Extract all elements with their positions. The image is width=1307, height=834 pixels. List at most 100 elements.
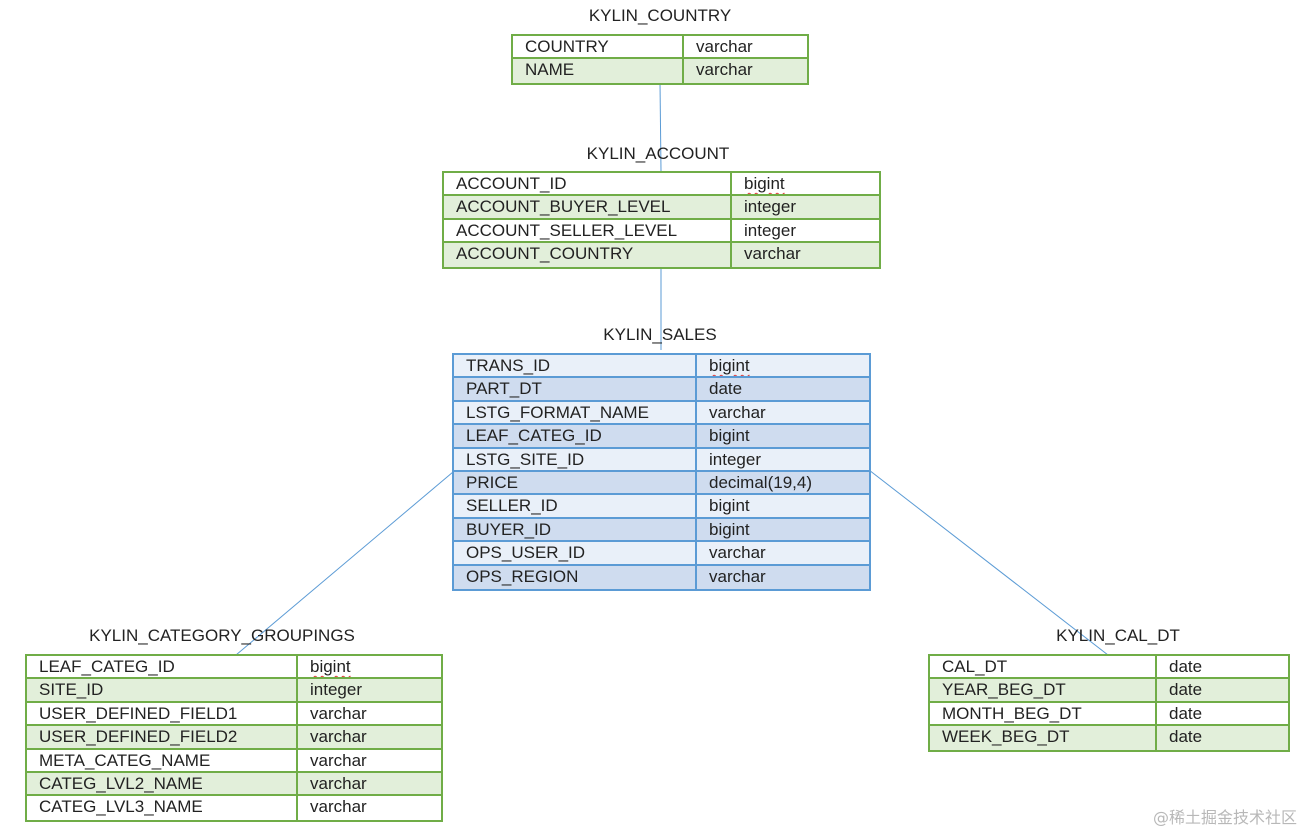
table-row: LEAF_CATEG_ID bigint bbox=[454, 425, 869, 449]
field-name: ACCOUNT_ID bbox=[444, 173, 732, 195]
field-name: OPS_USER_ID bbox=[454, 542, 697, 564]
field-type-text: bigint bbox=[310, 657, 351, 676]
field-type-text: varchar bbox=[709, 566, 766, 586]
field-type-text: bigint bbox=[709, 426, 750, 446]
field-type: varchar bbox=[697, 402, 869, 423]
field-type: date bbox=[1157, 656, 1288, 677]
field-name: SELLER_ID bbox=[454, 495, 697, 517]
field-type: integer bbox=[732, 196, 879, 217]
field-name: MONTH_BEG_DT bbox=[930, 702, 1157, 725]
field-type-text: varchar bbox=[709, 543, 766, 563]
field-type-text: date bbox=[1169, 727, 1203, 747]
table-title-country: KYLIN_COUNTRY bbox=[588, 6, 732, 25]
field-type: integer bbox=[298, 679, 441, 700]
field-type-text: varchar bbox=[696, 37, 753, 56]
link-country-account bbox=[659, 81, 662, 172]
link-sales-caldt bbox=[868, 469, 1109, 656]
field-type-text: bigint bbox=[709, 519, 750, 539]
field-type-text: varchar bbox=[310, 703, 367, 723]
field-name: PART_DT bbox=[454, 378, 697, 400]
field-name: TRANS_ID bbox=[454, 355, 697, 377]
field-type-text: bigint bbox=[744, 174, 785, 193]
table-row: LEAF_CATEG_ID bigint bbox=[27, 656, 441, 680]
field-type: bigint bbox=[298, 656, 441, 677]
table-row: SITE_ID integer bbox=[27, 679, 441, 703]
field-type-text: date bbox=[1169, 703, 1203, 723]
table-row: MONTH_BEG_DT date bbox=[930, 702, 1288, 727]
table-row: ACCOUNT_BUYER_LEVEL integer bbox=[444, 196, 879, 220]
field-type: date bbox=[1157, 679, 1288, 700]
field-name: USER_DEFINED_FIELD2 bbox=[27, 726, 298, 748]
field-type-text: varchar bbox=[310, 773, 367, 793]
table-row: OPS_USER_ID varchar bbox=[454, 542, 869, 566]
table-row: COUNTRY varchar bbox=[513, 36, 807, 60]
field-type: varchar bbox=[697, 542, 869, 563]
field-type: bigint bbox=[732, 173, 879, 194]
field-type-text: bigint bbox=[709, 496, 750, 516]
field-type-text: date bbox=[709, 379, 743, 399]
field-type-text: date bbox=[1169, 657, 1203, 676]
field-type-text: varchar bbox=[696, 60, 753, 80]
field-type: varchar bbox=[298, 703, 441, 724]
field-name: META_CATEG_NAME bbox=[27, 749, 298, 771]
field-type: varchar bbox=[298, 750, 441, 771]
table-row: CATEG_LVL2_NAME varchar bbox=[27, 772, 441, 797]
field-name: CAL_DT bbox=[930, 656, 1157, 678]
field-name: COUNTRY bbox=[513, 36, 684, 58]
field-type: integer bbox=[732, 220, 879, 241]
table-row: CAL_DT date bbox=[930, 656, 1288, 680]
field-name: CATEG_LVL2_NAME bbox=[27, 772, 298, 795]
field-type: bigint bbox=[697, 519, 869, 540]
field-name: USER_DEFINED_FIELD1 bbox=[27, 702, 298, 725]
table-row: ACCOUNT_ID bigint bbox=[444, 173, 879, 197]
table-title-category: KYLIN_CATEGORY_GROUPINGS bbox=[89, 626, 355, 645]
table-row: OPS_REGION varchar bbox=[454, 565, 869, 589]
field-type-text: varchar bbox=[744, 244, 801, 264]
field-type-text: varchar bbox=[709, 402, 766, 422]
field-name: BUYER_ID bbox=[454, 518, 697, 541]
table-title-caldt: KYLIN_CAL_DT bbox=[1056, 626, 1180, 645]
field-name: NAME bbox=[513, 59, 684, 83]
field-type-text: integer bbox=[744, 220, 796, 240]
field-type-text: integer bbox=[709, 449, 761, 469]
watermark: @稀土掘金技术社区 bbox=[1152, 808, 1297, 827]
field-name: LSTG_FORMAT_NAME bbox=[454, 401, 697, 424]
table-row: NAME varchar bbox=[513, 59, 807, 83]
field-type: date bbox=[1157, 703, 1288, 724]
field-type: integer bbox=[697, 449, 869, 470]
field-name: LEAF_CATEG_ID bbox=[27, 656, 298, 678]
field-type: decimal(19,4) bbox=[697, 472, 869, 493]
field-type-text: integer bbox=[744, 197, 796, 217]
table-row: USER_DEFINED_FIELD1 varchar bbox=[27, 702, 441, 727]
field-type-text: integer bbox=[310, 680, 362, 700]
field-name: ACCOUNT_BUYER_LEVEL bbox=[444, 196, 732, 218]
table-title-account: KYLIN_ACCOUNT bbox=[586, 144, 730, 163]
field-name: PRICE bbox=[454, 471, 697, 494]
field-type: bigint bbox=[697, 495, 869, 516]
table-row: WEEK_BEG_DT date bbox=[930, 726, 1288, 750]
field-type: varchar bbox=[732, 243, 879, 266]
field-name: WEEK_BEG_DT bbox=[930, 726, 1157, 750]
field-name: ACCOUNT_SELLER_LEVEL bbox=[444, 219, 732, 242]
table-row: SELLER_ID bigint bbox=[454, 495, 869, 519]
field-type: varchar bbox=[298, 796, 441, 819]
table-title-sales: KYLIN_SALES bbox=[603, 325, 717, 344]
field-name: OPS_REGION bbox=[454, 565, 697, 589]
table-row: LSTG_FORMAT_NAME varchar bbox=[454, 401, 869, 426]
field-name: SITE_ID bbox=[27, 679, 298, 701]
field-name: LEAF_CATEG_ID bbox=[454, 425, 697, 447]
field-name: CATEG_LVL3_NAME bbox=[27, 796, 298, 820]
